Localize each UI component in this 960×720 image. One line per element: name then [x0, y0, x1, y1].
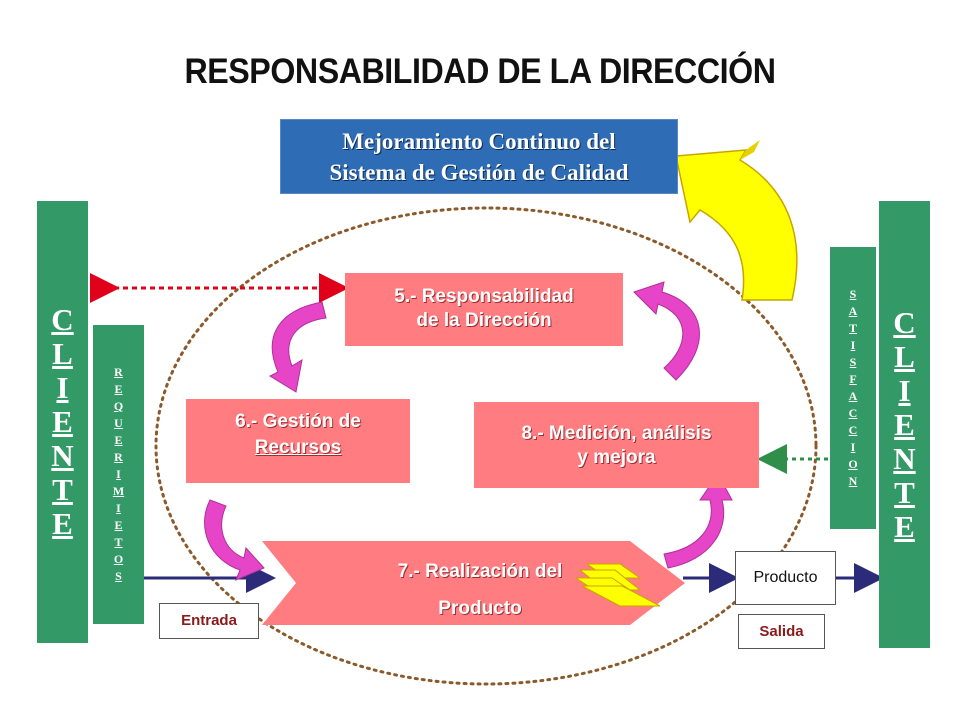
requerimientos-letter: Q — [113, 399, 124, 413]
box7-line2: Producto — [438, 598, 522, 619]
magenta-arrow-bottom-right — [663, 473, 733, 569]
requerimientos-letter: U — [114, 416, 123, 430]
box6-line1: 6.- Gestión de — [235, 411, 361, 432]
yellow-improvement-arrow — [675, 140, 798, 301]
box6-line2: Recursos — [254, 437, 342, 458]
box8-line1: 8.- Medición, análisis — [521, 423, 712, 444]
satisfaccion-letter: A — [848, 304, 858, 318]
requerimientos-letter: E — [114, 518, 123, 532]
salida-label: Salida — [738, 614, 825, 649]
satisfaccion-letter: T — [848, 321, 857, 335]
improvement-line-2: Sistema de Gestión de Calidad — [329, 160, 629, 185]
requerimientos-letter: E — [114, 433, 123, 447]
satisfaccion-letter: S — [849, 355, 857, 369]
requerimientos-letter: E — [114, 382, 123, 396]
cliente-left-letter: T — [52, 472, 73, 507]
satisfaccion-letter: C — [848, 406, 858, 420]
cliente-right-letter: L — [894, 338, 915, 374]
requerimientos-letter: S — [115, 569, 122, 583]
continuous-improvement-box: Mejoramiento Continuo del Sistema de Ges… — [280, 119, 678, 194]
satisfaccion-letter: A — [848, 389, 858, 403]
satisfaccion-letter: O — [848, 457, 858, 471]
cliente-right-letter: N — [893, 440, 916, 476]
entrada-label: Entrada — [159, 603, 259, 639]
satisfaccion-letter: F — [849, 372, 857, 386]
box7-line1: 7.- Realización del — [397, 561, 563, 582]
realization-shape — [262, 541, 685, 625]
cliente-left-letter: C — [51, 302, 74, 337]
satisfaccion-letter: I — [850, 440, 856, 454]
cliente-left-letter: L — [52, 336, 73, 371]
requerimientos-letter: M — [112, 484, 125, 498]
page-title: RESPONSABILIDAD DE LA DIRECCIÓN — [184, 52, 776, 91]
improvement-line-1: Mejoramiento Continuo del — [342, 129, 616, 154]
requerimientos-letter: R — [114, 365, 123, 379]
magenta-arrow-bottom-left — [204, 499, 265, 581]
cliente-right-letter: T — [894, 474, 915, 510]
box8-line2: y mejora — [577, 447, 656, 468]
requerimientos-letter: T — [114, 535, 123, 549]
cliente-left-letter: I — [56, 370, 69, 405]
box-medicion: 8.- Medición, análisis y mejora — [474, 402, 759, 488]
cliente-left-letter: E — [52, 404, 73, 439]
cliente-right-letter: E — [894, 508, 915, 544]
cliente-right-letter: I — [898, 372, 911, 408]
requerimientos-letter: I — [116, 501, 121, 515]
cliente-left-letter: E — [52, 506, 73, 541]
satisfaccion-letter: I — [850, 338, 856, 352]
box5-line1: 5.- Responsabilidad — [394, 286, 574, 307]
cliente-left-letter: N — [51, 438, 74, 473]
satisfaccion-letter: C — [848, 423, 858, 437]
magenta-arrow-top-left — [268, 301, 327, 393]
box-responsabilidad: 5.- Responsabilidad de la Dirección — [345, 273, 623, 346]
cliente-right-letter: E — [894, 406, 915, 442]
magenta-arrow-top-right — [633, 281, 700, 381]
cycle-ellipse — [154, 206, 818, 686]
box-gestion-recursos: 6.- Gestión de Recursos — [186, 399, 410, 483]
producto-label: Producto — [735, 551, 836, 605]
product-stack-icon — [574, 563, 661, 607]
requerimientos-letter: I — [116, 467, 121, 481]
requerimientos-letter: R — [114, 450, 123, 464]
satisfaccion-letter: N — [848, 474, 858, 488]
requerimientos-letter: O — [113, 552, 124, 566]
cliente-right-letter: C — [893, 304, 916, 340]
satisfaccion-letter: S — [849, 287, 857, 301]
box-realizacion: 7.- Realización del Producto — [335, 553, 625, 627]
box5-line2: de la Dirección — [416, 310, 552, 331]
